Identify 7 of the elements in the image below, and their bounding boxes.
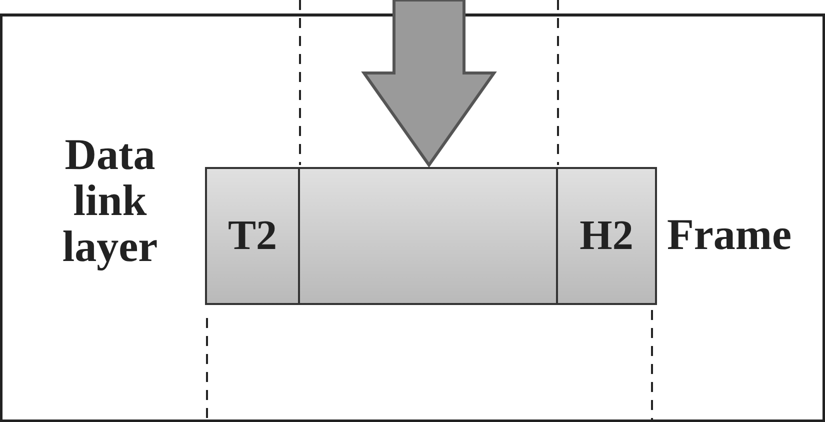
layer-label: Data link layer: [61, 132, 159, 271]
segment-label: T2: [228, 212, 277, 260]
header-segment: [556, 167, 657, 305]
header-segment: [205, 167, 300, 305]
frame-caption: Frame: [667, 212, 792, 258]
down-arrow: [361, 0, 497, 168]
segment-label: H2: [580, 212, 634, 260]
